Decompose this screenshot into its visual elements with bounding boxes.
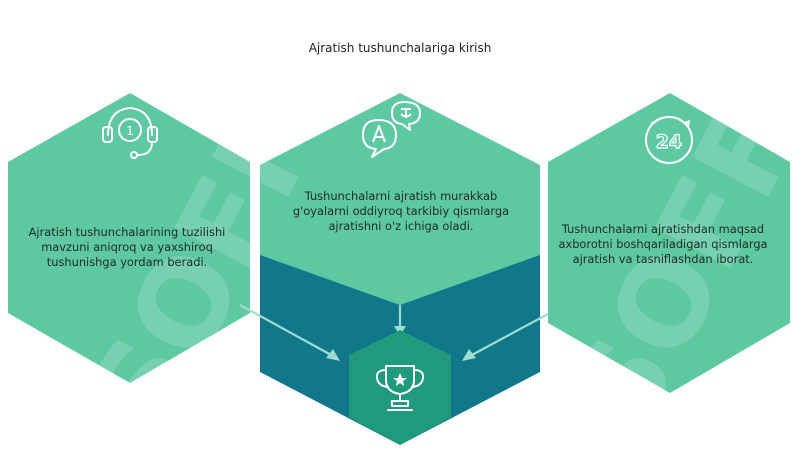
headset-support-icon <box>102 106 158 159</box>
24-hour-service-icon <box>645 116 693 164</box>
arrow-right <box>462 313 549 361</box>
left-panel-text: Ajratish tushunchalarining tuzilishi mav… <box>28 225 226 269</box>
language-chat-bubbles-icon <box>362 101 421 158</box>
arrow-left <box>239 304 340 361</box>
right-hexagon <box>548 93 790 393</box>
center-panel-text: Tushunchalarni ajratish murakkab g'oyala… <box>292 189 510 233</box>
center-hexagon <box>260 93 540 305</box>
trophy-icon <box>375 365 425 411</box>
right-panel-text: Tushunchalarni ajratishdan maqsad axboro… <box>558 222 768 266</box>
24-hour-label: 24 <box>656 131 682 153</box>
trophy-hexagon <box>349 330 451 445</box>
left-hexagon <box>8 93 250 383</box>
headset-digit: 1 <box>126 124 134 138</box>
page-title: Ajratish tushunchalariga kirish <box>308 41 492 55</box>
